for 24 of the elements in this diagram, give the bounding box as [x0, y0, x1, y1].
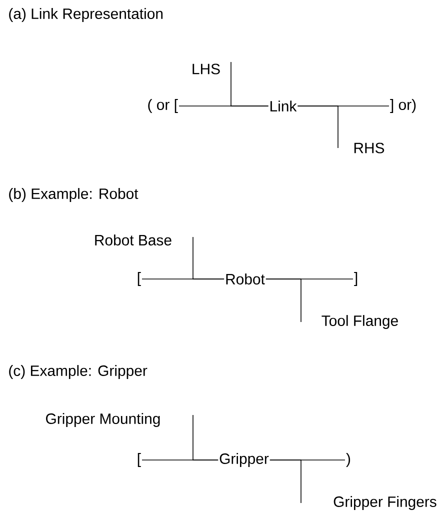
connector-line [192, 414, 218, 460]
node-label: LHS [192, 64, 220, 74]
node-label: ] [354, 272, 358, 286]
node-label: ( or [ [148, 99, 178, 113]
node-label: [ [138, 453, 141, 467]
panel-heading: (a) Link Representation [9, 8, 163, 22]
node-label: Robot [226, 274, 265, 284]
connector-line [192, 236, 224, 280]
node-label: Robot Base [95, 234, 172, 246]
node-label: Link [270, 100, 297, 112]
node-label: [ [138, 272, 141, 286]
node-label: Gripper Fingers [334, 496, 436, 510]
node-label: Gripper Mounting [46, 413, 160, 427]
connector-line [266, 278, 302, 322]
connector-line [230, 62, 269, 106]
panel-heading: (c) Example: Gripper [9, 365, 148, 379]
node-label: ] or) [390, 99, 416, 113]
node-label: RHS [354, 142, 384, 154]
connector-line [297, 106, 338, 148]
connector-line [270, 460, 302, 504]
node-label: Gripper [220, 453, 269, 467]
node-label: ) [346, 453, 350, 467]
panel-heading: (b) Example: Robot [9, 188, 138, 202]
node-label: Tool Flange [322, 315, 398, 329]
